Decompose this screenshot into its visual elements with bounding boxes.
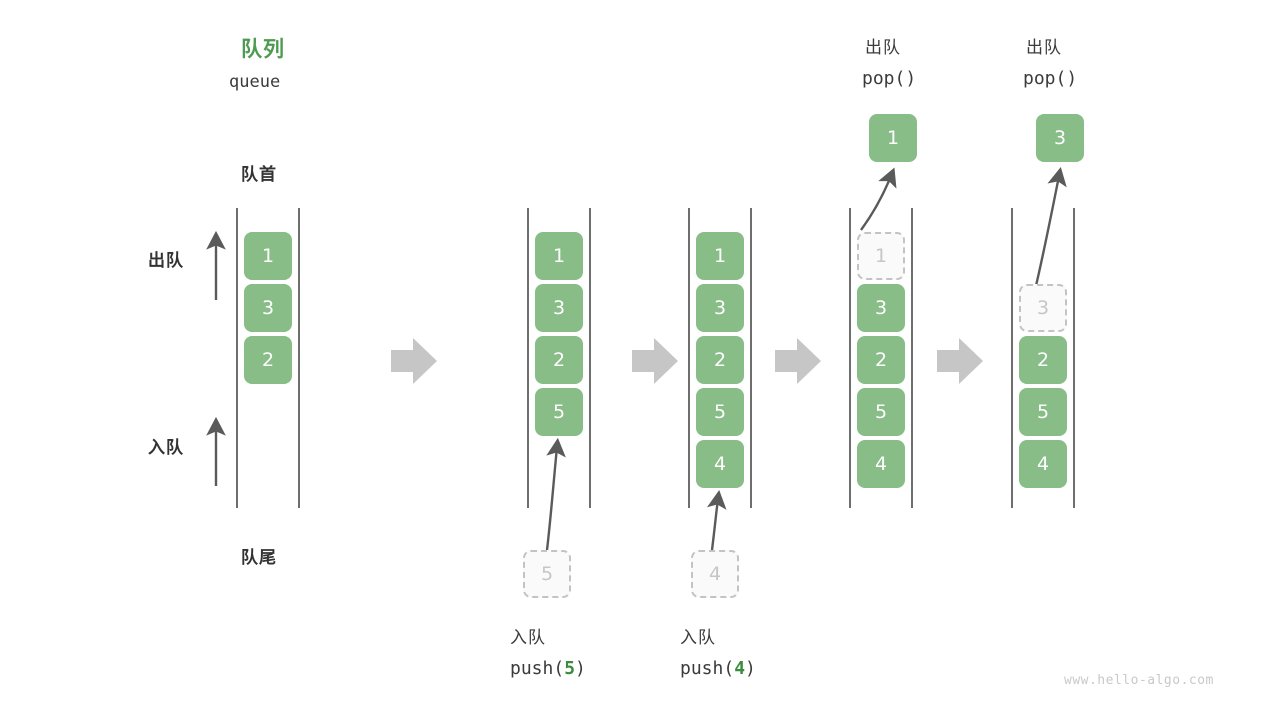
removed-element-placeholder[interactable]: 1 (857, 232, 905, 280)
queue-cell[interactable]: 5 (535, 388, 583, 436)
pop-1-arrow (860, 167, 897, 231)
popped-element[interactable]: 1 (869, 114, 917, 162)
queue-cell[interactable]: 1 (535, 232, 583, 280)
operation-code-prefix: pop( (862, 68, 906, 89)
push-4-arrow (706, 489, 727, 551)
enqueue-legend-label: 入队 (148, 438, 184, 458)
dequeue-legend-label: 出队 (148, 251, 184, 271)
operation-code-suffix: ) (905, 68, 917, 89)
queue-cell[interactable]: 5 (696, 388, 744, 436)
operation-code-suffix: ) (745, 658, 756, 679)
queue-cell[interactable]: 1 (244, 232, 292, 280)
queue-cell[interactable]: 1 (696, 232, 744, 280)
pop-3-arrow (1033, 167, 1067, 291)
push-5-arrow (545, 437, 566, 551)
operation-label-cn: 出队 (865, 38, 901, 58)
incoming-element-placeholder[interactable]: 4 (691, 550, 739, 598)
queue-cell[interactable]: 3 (857, 284, 905, 332)
queue-cell[interactable]: 2 (696, 336, 744, 384)
operation-code-arg: 5 (564, 658, 576, 679)
queue-cell[interactable]: 2 (244, 336, 292, 384)
queue-head-label: 队首 (241, 165, 277, 185)
stage-connector-arrow (632, 338, 678, 384)
queue-cell[interactable]: 5 (1019, 388, 1067, 436)
queue-cell[interactable]: 3 (535, 284, 583, 332)
operation-code-prefix: push( (510, 658, 565, 679)
operation-code-arg: 4 (734, 658, 746, 679)
queue-cell[interactable]: 3 (244, 284, 292, 332)
incoming-element-placeholder[interactable]: 5 (523, 550, 571, 598)
queue-cell[interactable]: 3 (696, 284, 744, 332)
operation-code-prefix: pop( (1023, 68, 1067, 89)
operation-label-code: pop() (862, 68, 916, 89)
operation-label-cn: 出队 (1026, 38, 1062, 58)
watermark: www.hello-algo.com (1064, 673, 1214, 688)
page-title: 队列 (241, 37, 285, 61)
popped-element[interactable]: 3 (1036, 114, 1084, 162)
operation-label-cn: 入队 (510, 628, 546, 648)
queue-cell[interactable]: 4 (857, 440, 905, 488)
operation-code-suffix: ) (575, 658, 586, 679)
queue-cell[interactable]: 2 (535, 336, 583, 384)
stage-connector-arrow (937, 338, 983, 384)
operation-label-code: pop() (1023, 68, 1077, 89)
queue-tail-label: 队尾 (241, 548, 277, 568)
removed-element-placeholder[interactable]: 3 (1019, 284, 1067, 332)
queue-cell[interactable]: 4 (1019, 440, 1067, 488)
operation-label-code: push(4) (680, 658, 756, 679)
queue-cell[interactable]: 4 (696, 440, 744, 488)
operation-code-prefix: push( (680, 658, 735, 679)
page-subtitle: queue (229, 72, 281, 92)
operation-label-cn: 入队 (680, 628, 716, 648)
stage-connector-arrow (775, 338, 821, 384)
queue-cell[interactable]: 2 (1019, 336, 1067, 384)
operation-code-suffix: ) (1066, 68, 1078, 89)
queue-cell[interactable]: 2 (857, 336, 905, 384)
stage-connector-arrow (391, 338, 437, 384)
queue-cell[interactable]: 5 (857, 388, 905, 436)
operation-label-code: push(5) (510, 658, 586, 679)
